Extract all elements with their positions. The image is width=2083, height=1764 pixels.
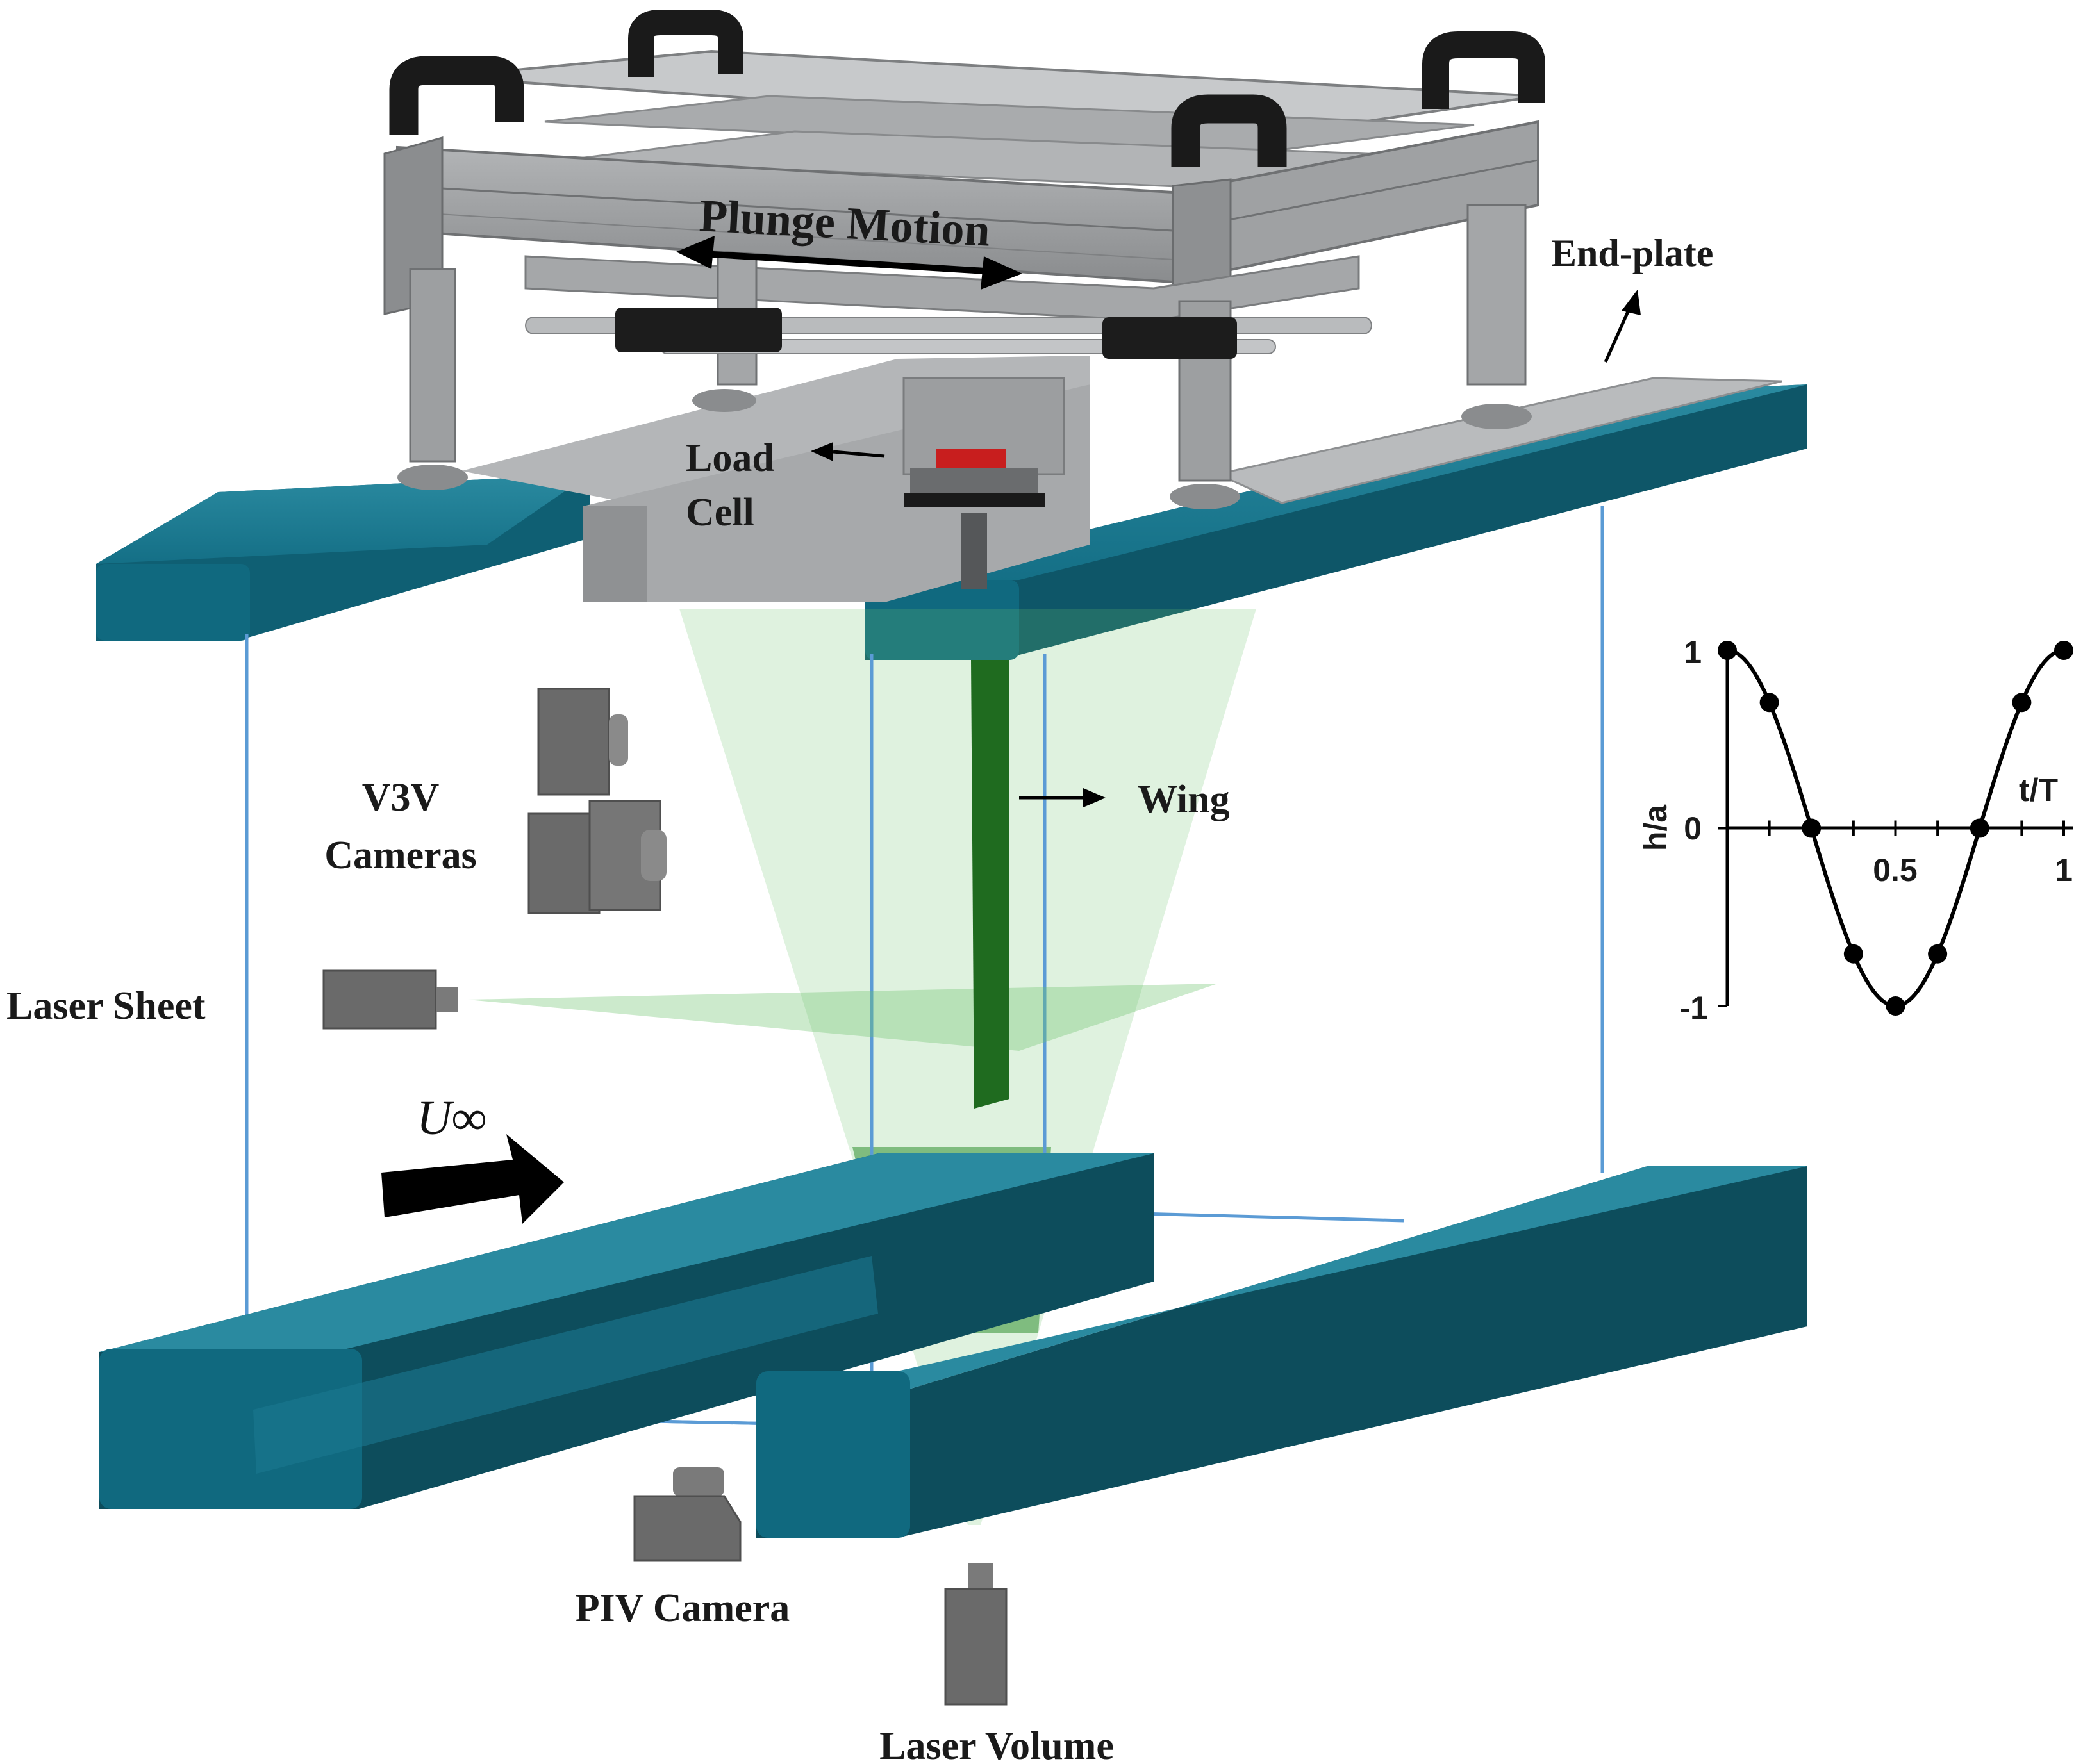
end-plate-label: End-plate xyxy=(1551,232,1713,274)
inset-data-point xyxy=(1970,818,1989,838)
freestream-arrow xyxy=(381,1134,564,1224)
piv-camera xyxy=(633,1467,742,1562)
v3v-cameras-label-line1: V3V xyxy=(362,776,440,820)
inset-data-point xyxy=(1759,693,1779,713)
lower-right-rail xyxy=(756,1166,1807,1538)
v3v-cameras-label-line2: Cameras xyxy=(324,834,477,877)
wing xyxy=(971,660,1009,1109)
upper-left-rail xyxy=(96,474,590,641)
lower-left-rail xyxy=(99,1153,1154,1509)
load-cell-label-line2: Cell xyxy=(686,491,754,534)
piv-camera-label: PIV Camera xyxy=(576,1587,790,1630)
laser-volume-label: Laser Volume xyxy=(879,1724,1114,1764)
pointer-arrows xyxy=(811,290,1641,807)
inset-data-point xyxy=(2054,641,2073,660)
laser-sheet-plane xyxy=(468,984,1218,1051)
v3v-cameras xyxy=(527,688,667,914)
load-cell-label-line1: Load xyxy=(686,436,774,480)
inset-ytick-neg1: -1 xyxy=(1680,990,1708,1026)
load-cell xyxy=(904,449,1045,589)
freestream-label: U∞ xyxy=(417,1091,486,1145)
inset-y-label: h/a xyxy=(1638,804,1673,851)
inset-data-point xyxy=(2012,693,2032,713)
wing-label: Wing xyxy=(1138,778,1230,821)
inset-ytick-0: 0 xyxy=(1684,811,1702,846)
laser-sheet-label: Laser Sheet xyxy=(6,984,206,1028)
plunge-frame xyxy=(383,49,1539,509)
inset-data-point xyxy=(1718,641,1737,660)
inset-xtick-1: 1 xyxy=(2055,852,2073,888)
laser-volume-beam xyxy=(679,609,1256,1525)
plunge-motion-arrow xyxy=(676,236,1022,290)
inset-data-point xyxy=(1802,818,1822,838)
inset-data-point xyxy=(1928,944,1948,964)
inset-data-point xyxy=(1843,944,1863,964)
laser-sheet-source xyxy=(322,969,458,1030)
inset-xtick-0-5: 0.5 xyxy=(1873,852,1918,888)
inset-ytick-1: 1 xyxy=(1684,634,1702,670)
inset-plot-h-vs-t: h/a t/T 1 0 -1 0.5 1 xyxy=(1638,634,2073,1026)
inset-x-label: t/T xyxy=(2019,772,2058,808)
laser-volume-source xyxy=(944,1563,1008,1706)
frame-handles xyxy=(389,10,1545,167)
inset-data-point xyxy=(1886,996,1905,1016)
